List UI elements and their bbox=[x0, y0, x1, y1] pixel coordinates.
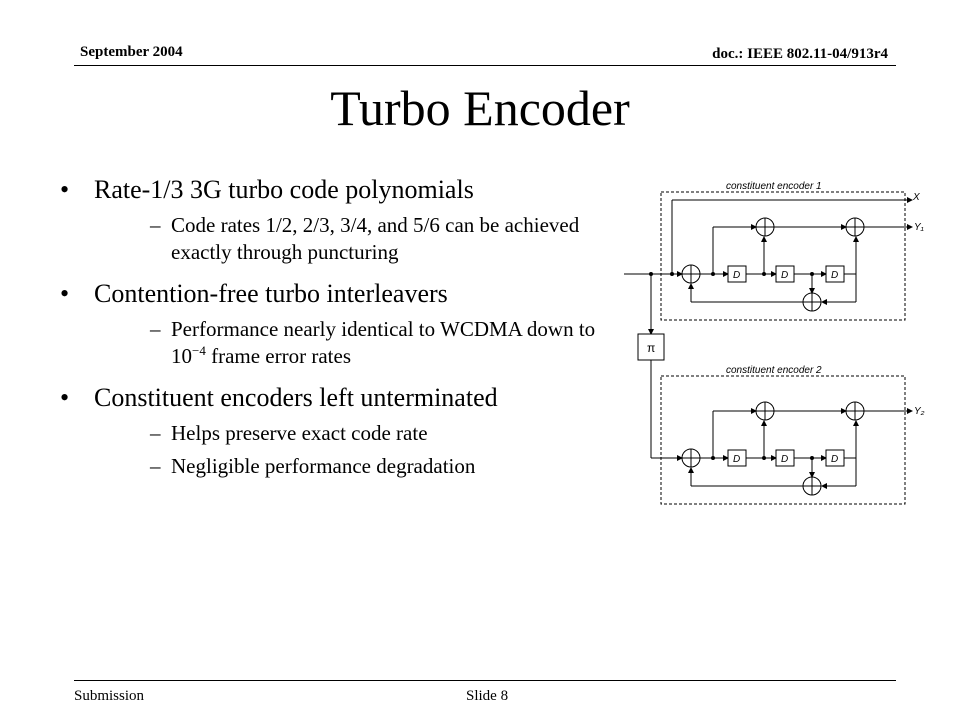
delay-label: D bbox=[831, 270, 838, 281]
sub-bullet-list: – Helps preserve exact code rate – Negli… bbox=[94, 420, 620, 480]
turbo-encoder-diagram: constituent encoder 1 X D D D Y₁ bbox=[624, 181, 925, 505]
interleaver-label: π bbox=[647, 341, 655, 355]
bullet-marker: • bbox=[60, 279, 70, 308]
bullet-list: • Rate-1/3 3G turbo code polynomials – C… bbox=[60, 172, 620, 490]
delay-label: D bbox=[733, 270, 740, 281]
sub-bullet-list: – Code rates 1/2, 2/3, 3/4, and 5/6 can … bbox=[94, 212, 620, 266]
bullet-text: Rate-1/3 3G turbo code polynomials bbox=[94, 175, 474, 204]
bullet-marker: • bbox=[60, 383, 70, 412]
sub-bullet-marker: – bbox=[150, 421, 161, 445]
delay-label: D bbox=[781, 454, 788, 465]
sub-bullet-marker: – bbox=[150, 317, 161, 341]
header-doc-id: doc.: IEEE 802.11-04/913r4 bbox=[712, 46, 888, 62]
header-rule bbox=[74, 65, 896, 66]
sub-bullet-item: – Helps preserve exact code rate bbox=[94, 420, 620, 447]
bullet-item: • Constituent encoders left unterminated… bbox=[60, 380, 620, 480]
bullet-text: Contention-free turbo interleavers bbox=[94, 279, 448, 308]
footer-slide-number: Slide 8 bbox=[466, 688, 509, 704]
bullet-item: • Rate-1/3 3G turbo code polynomials – C… bbox=[60, 172, 620, 266]
slide-title: Turbo Encoder bbox=[330, 80, 630, 136]
sub-bullet-text-tail: frame error rates bbox=[205, 344, 351, 368]
constituent-encoder-2-label: constituent encoder 2 bbox=[726, 365, 822, 376]
sub-bullet-list: – Performance nearly identical to WCDMA … bbox=[94, 316, 620, 370]
constituent-encoder-1-box bbox=[660, 191, 906, 321]
bullet-item: • Contention-free turbo interleavers – P… bbox=[60, 276, 620, 370]
footer-rule bbox=[74, 680, 896, 681]
constituent-encoder-2-box bbox=[660, 375, 906, 505]
sub-bullet-text: Negligible performance degradation bbox=[171, 454, 476, 478]
delay-label: D bbox=[733, 454, 740, 465]
exponent: −4 bbox=[192, 343, 206, 358]
delay-label: D bbox=[831, 454, 838, 465]
sub-bullet-item: – Negligible performance degradation bbox=[94, 453, 620, 480]
footer-submission: Submission bbox=[74, 688, 145, 704]
header-date: September 2004 bbox=[80, 44, 183, 60]
sub-bullet-text: Code rates 1/2, 2/3, 3/4, and 5/6 can be… bbox=[171, 213, 580, 264]
sub-bullet-text: Performance nearly identical to WCDMA do… bbox=[171, 317, 596, 368]
bullet-text: Constituent encoders left unterminated bbox=[94, 383, 498, 412]
interleaver-box bbox=[637, 333, 665, 361]
sub-bullet-text: Helps preserve exact code rate bbox=[171, 421, 428, 445]
output-x-label: X bbox=[912, 192, 920, 203]
output-y2-label: Y₂ bbox=[914, 406, 925, 417]
constituent-encoder-1-label: constituent encoder 1 bbox=[726, 181, 822, 192]
sub-bullet-item: – Code rates 1/2, 2/3, 3/4, and 5/6 can … bbox=[94, 212, 620, 266]
bullet-marker: • bbox=[60, 175, 70, 204]
sub-bullet-item: – Performance nearly identical to WCDMA … bbox=[94, 316, 620, 370]
delay-label: D bbox=[781, 270, 788, 281]
sub-bullet-marker: – bbox=[150, 454, 161, 478]
sub-bullet-marker: – bbox=[150, 213, 161, 237]
output-y1-label: Y₁ bbox=[914, 222, 924, 233]
